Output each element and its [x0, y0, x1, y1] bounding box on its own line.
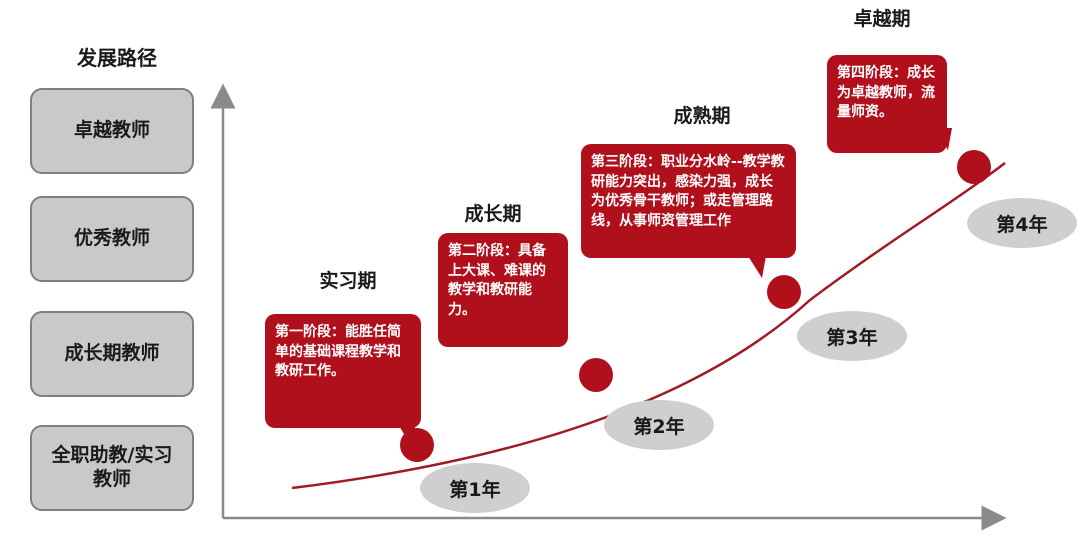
level-box-excellent: 卓越教师: [30, 88, 194, 174]
stage-bubble-3: 第三阶段：职业分水岭--教学教研能力突出，感染力强，成长为优秀骨干教师；或走管理…: [581, 144, 796, 258]
stage-dot-2: [579, 358, 613, 392]
stage-bubble-4-tail: [934, 128, 952, 150]
year-ellipse-3: 第3年: [797, 311, 907, 361]
path-title: 发展路径: [77, 46, 157, 70]
stage-label-1: 实习期: [319, 270, 377, 292]
stage-dot-1: [400, 428, 434, 462]
stage-bubble-3-tail: [748, 256, 766, 278]
level-box-outstanding: 优秀教师: [30, 196, 194, 282]
stage-dot-4: [957, 150, 991, 184]
stage-label-2: 成长期: [464, 203, 522, 225]
stage-bubble-1: 第一阶段：能胜任简单的基础课程教学和教研工作。: [265, 314, 421, 428]
year-ellipse-4: 第4年: [967, 198, 1077, 248]
stage-bubble-2: 第二阶段：具备上大课、难课的教学和教研能力。: [438, 233, 568, 347]
year-ellipse-2: 第2年: [604, 400, 714, 450]
stage-bubble-2-text: 第二阶段：具备上大课、难课的教学和教研能力。: [448, 243, 546, 318]
stage-label-4: 卓越期: [853, 8, 911, 30]
stage-bubble-2-tail: [552, 325, 568, 343]
stage-dot-3: [767, 275, 801, 309]
stage-label-3: 成熟期: [673, 105, 731, 127]
stage-bubble-4-text: 第四阶段：成长为卓越教师，流量师资。: [837, 65, 935, 121]
growth-curve: [291, 162, 1006, 490]
stage-bubble-1-text: 第一阶段：能胜任简单的基础课程教学和教研工作。: [275, 324, 401, 380]
year-ellipse-1: 第1年: [420, 463, 530, 513]
level-box-assistant: 全职助教/实习 教师: [30, 425, 194, 511]
stage-bubble-3-text: 第三阶段：职业分水岭--教学教研能力突出，感染力强，成长为优秀骨干教师；或走管理…: [591, 154, 785, 229]
stage-bubble-4: 第四阶段：成长为卓越教师，流量师资。: [827, 55, 947, 153]
level-box-growth: 成长期教师: [30, 311, 194, 397]
